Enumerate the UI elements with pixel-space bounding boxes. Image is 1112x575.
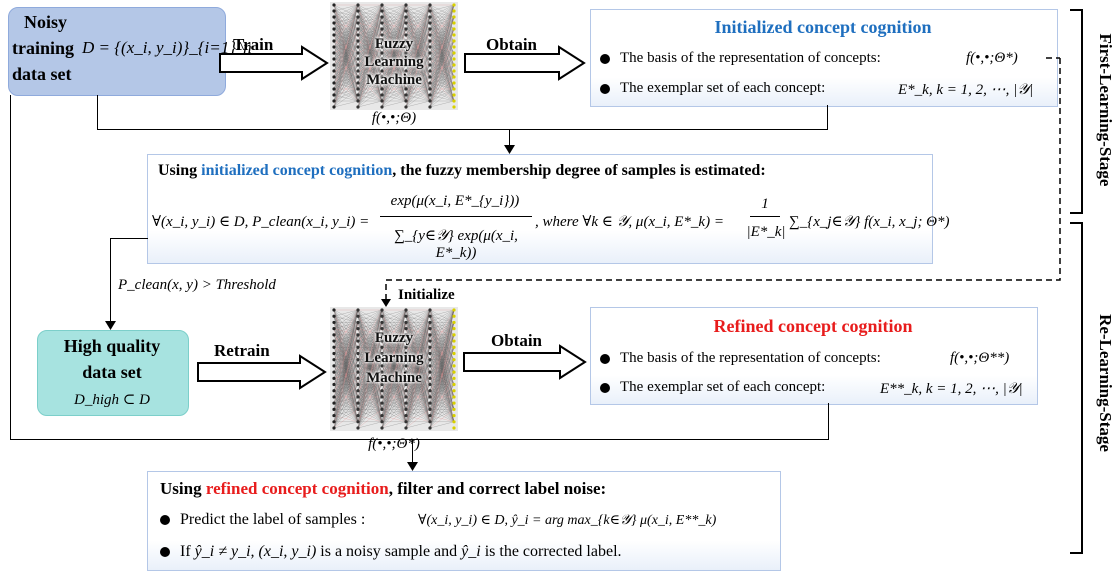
fuzzy-learning-machine-1: Fuzzy Learning Machine bbox=[330, 2, 458, 110]
noisy-training-data-box bbox=[8, 7, 226, 96]
nn2-label-3: Machine bbox=[366, 370, 422, 386]
nn1-label-1: Fuzzy bbox=[374, 36, 414, 52]
high-quality-label-1: High quality bbox=[63, 336, 161, 356]
noisy-label-1: Noisy bbox=[24, 12, 68, 32]
final-bullet-1: Predict the label of samples : bbox=[160, 511, 365, 529]
first-learning-stage-label: First-Learning-Stage bbox=[1096, 33, 1112, 187]
membership-estimation-panel bbox=[147, 154, 933, 264]
noisy-label-2: training bbox=[12, 38, 75, 58]
estimation-frac-den: ∑_{y∈𝒴} exp(μ(x_i, E*_k)) bbox=[394, 228, 518, 261]
estimation-frac2-den: |E*_k| bbox=[746, 224, 786, 240]
nn1-caption: f(•,•;Θ) bbox=[371, 110, 417, 126]
initialize-dashed-connector bbox=[381, 57, 1061, 307]
initialized-bullet-2: The exemplar set of each concept: bbox=[600, 80, 825, 97]
estimation-formula-b: , where ∀k ∈ 𝒴, μ(x_i, E*_k) = bbox=[535, 214, 724, 230]
re-learning-stage-label: Re-Learning-Stage bbox=[1096, 314, 1112, 452]
threshold-label: P_clean(x, y) > Threshold bbox=[118, 277, 276, 293]
connector-noisy-down bbox=[97, 95, 98, 130]
connector-estimation-left bbox=[110, 238, 148, 239]
arrowhead-high-quality bbox=[105, 321, 116, 330]
arrowhead-estimation bbox=[504, 145, 515, 154]
estimation-heading: Using initialized concept cognition, the… bbox=[158, 162, 766, 179]
refined-exemplar-math: E**_k, k = 1, 2, ⋯, |𝒴| bbox=[880, 381, 1023, 397]
retrain-arrow bbox=[197, 354, 327, 390]
estimation-formula-c: ∑_{x_j∈𝒴} f(x_i, x_j; Θ*) bbox=[789, 214, 950, 230]
connector-noisy-left-vertical bbox=[10, 95, 11, 439]
arrowhead-final bbox=[407, 462, 418, 471]
fuzzy-learning-machine-2: Fuzzy Learning Machine bbox=[330, 307, 458, 431]
refined-bullet-2: The exemplar set of each concept: bbox=[600, 379, 825, 396]
high-quality-label-2: data set bbox=[82, 362, 142, 382]
initialized-concept-panel bbox=[590, 9, 1058, 107]
initialized-bullet-1: The basis of the representation of conce… bbox=[600, 50, 881, 67]
initialized-basis-math: f(•,•;Θ*) bbox=[966, 50, 1018, 66]
high-quality-data-box bbox=[37, 330, 189, 416]
estimation-frac2-bar bbox=[750, 216, 780, 217]
obtain-arrow-2 bbox=[463, 344, 587, 380]
estimation-frac-num: exp(μ(x_i, E*_{y_i})) bbox=[390, 193, 520, 209]
obtain-label-2: Obtain bbox=[491, 331, 543, 350]
obtain-arrow-1 bbox=[464, 45, 586, 81]
high-quality-formula: D_high ⊂ D bbox=[74, 392, 150, 408]
nn2-caption: f(•,•;Θ*) bbox=[368, 436, 420, 452]
train-arrow bbox=[219, 45, 329, 81]
connector-initialized-down bbox=[827, 105, 828, 130]
retrain-label: Retrain bbox=[214, 341, 270, 360]
estimation-frac-bar bbox=[380, 216, 532, 217]
connector-top-horizontal bbox=[97, 129, 828, 130]
nn1-label-2: Learning bbox=[364, 54, 424, 70]
obtain-label-1: Obtain bbox=[486, 35, 538, 54]
train-label: Train bbox=[233, 35, 274, 54]
estimation-formula-a: ∀(x_i, y_i) ∈ D, P_clean(x_i, y_i) = bbox=[152, 214, 370, 230]
connector-refined-down bbox=[828, 403, 829, 440]
estimation-frac2-num: 1 bbox=[761, 196, 769, 212]
initialize-label: Initialize bbox=[398, 287, 455, 303]
connector-to-estimation bbox=[509, 129, 510, 147]
refined-title: Refined concept cognition bbox=[713, 316, 913, 336]
final-bullet-2: If ŷ_i ≠ y_i, (x_i, y_i) is a noisy samp… bbox=[160, 543, 622, 561]
final-predict-math: ∀(x_i, y_i) ∈ D, ŷ_i = arg max_{k∈𝒴} μ(x… bbox=[418, 513, 717, 528]
nn2-label-2: Learning bbox=[364, 350, 424, 366]
connector-to-final bbox=[412, 439, 413, 463]
refined-basis-math: f(•,•;Θ**) bbox=[950, 350, 1010, 366]
initialized-title: Initialized concept cognition bbox=[714, 17, 932, 37]
nn2-label-1: Fuzzy bbox=[374, 330, 414, 346]
connector-threshold-down bbox=[110, 238, 111, 323]
noisy-label-3: data set bbox=[12, 64, 72, 84]
connector-bottom-horizontal bbox=[10, 439, 829, 440]
final-heading: Using refined concept cognition, filter … bbox=[160, 479, 607, 498]
label-noise-panel bbox=[147, 471, 781, 571]
initialized-exemplar-math: E*_k, k = 1, 2, ⋯, |𝒴| bbox=[898, 82, 1034, 98]
refined-bullet-1: The basis of the representation of conce… bbox=[600, 350, 881, 367]
noisy-dataset-formula: D = {(x_i, y_i)}_{i=1}^n bbox=[82, 38, 252, 57]
stage-brackets bbox=[1070, 9, 1083, 554]
refined-concept-panel bbox=[590, 307, 1038, 405]
nn1-label-3: Machine bbox=[366, 72, 422, 88]
